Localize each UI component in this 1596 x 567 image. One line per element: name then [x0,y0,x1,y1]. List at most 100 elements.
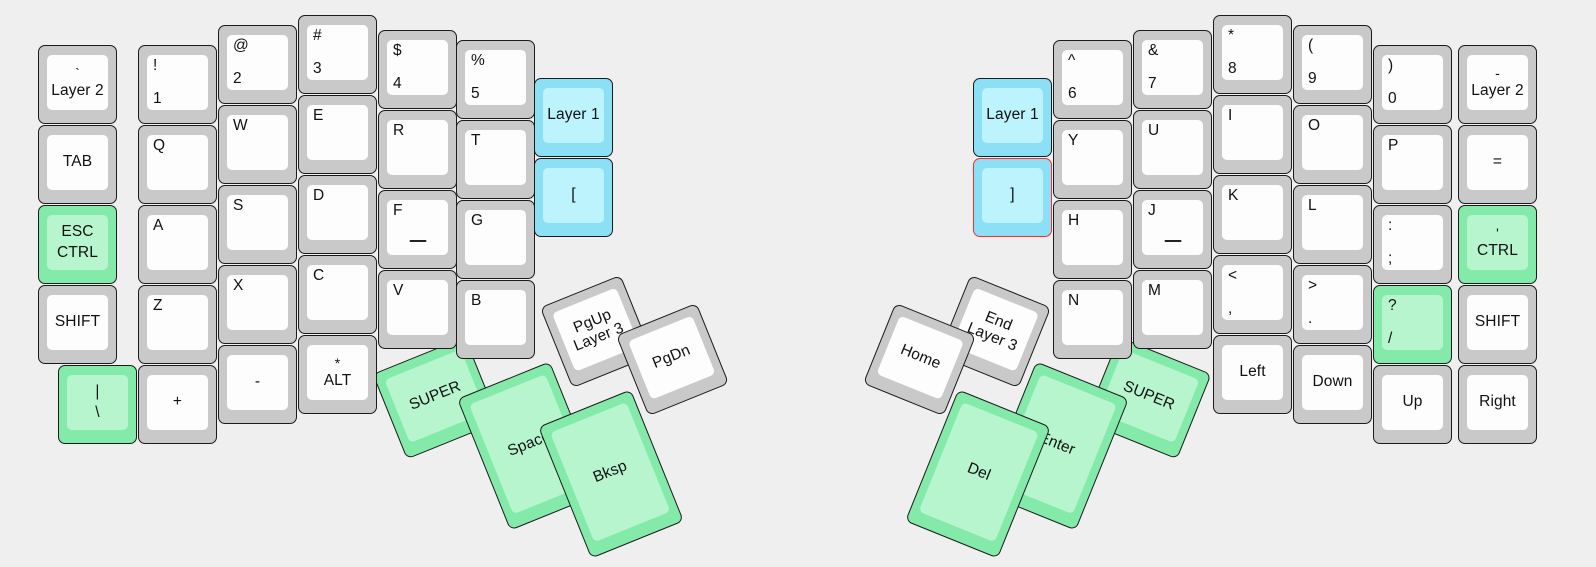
key-cap: W [227,115,288,170]
key-r-m[interactable]: M [1133,270,1212,349]
key-r-right[interactable]: Right [1458,365,1537,444]
key-r-left[interactable]: Left [1213,335,1292,414]
key-l-r[interactable]: R [378,110,457,189]
key-cap: )0 [1382,55,1443,110]
key-r-l[interactable]: L [1293,185,1372,264]
key-legend-shifted: ? [1388,297,1397,314]
key-l-alt[interactable]: *ALT [298,335,377,414]
key-r-equal[interactable]: = [1458,125,1537,204]
key-r-colon-semi[interactable]: :; [1373,205,1452,284]
key-r-down[interactable]: Down [1293,345,1372,424]
key-legend-shifted: ! [153,57,158,74]
key-r-8[interactable]: *8 [1213,15,1292,94]
key-r-period[interactable]: >. [1293,265,1372,344]
key-r-shift[interactable]: SHIFT [1458,285,1537,364]
key-legend-shifted: @ [233,37,249,54]
key-cap: Bksp [550,402,671,543]
key-l-plus[interactable]: + [138,365,217,444]
key-r-y[interactable]: Y [1053,120,1132,199]
key-legend-shifted: & [1148,42,1159,59]
key-r-j[interactable]: J [1133,190,1212,269]
key-r-u[interactable]: U [1133,110,1212,189]
key-l-minus[interactable]: - [218,345,297,424]
key-l-5[interactable]: %5 [456,40,535,119]
key-l-t[interactable]: T [456,120,535,199]
key-l-d[interactable]: D [298,175,377,254]
key-legend-main: K [1228,187,1239,204]
key-legend-main: Up [1402,393,1423,411]
key-legend-main: D [313,187,325,204]
key-cap: I [1222,105,1283,160]
key-l-c[interactable]: C [298,255,377,334]
key-l-lbracket[interactable]: [ [534,158,613,237]
key-legend-main: 2 [233,70,242,88]
key-legend-shifted: $ [393,42,402,59]
key-l-tab[interactable]: TAB [38,125,117,204]
key-l-shift[interactable]: SHIFT [38,285,117,364]
key-r-7[interactable]: &7 [1133,30,1212,109]
key-l-3[interactable]: #3 [298,15,377,94]
key-cap: :; [1382,215,1443,270]
key-r-k[interactable]: K [1213,175,1292,254]
key-r-minus-layer2[interactable]: -Layer 2 [1458,45,1537,124]
key-l-a[interactable]: A [138,205,217,284]
key-cap: TAB [47,135,108,190]
key-legend-main: W [233,117,248,134]
key-l-z[interactable]: Z [138,285,217,364]
key-l-x[interactable]: X [218,265,297,344]
key-r-n[interactable]: N [1053,280,1132,359]
key-r-6[interactable]: ^6 [1053,40,1132,119]
key-legend-main: CTRL [57,243,98,261]
key-l-g[interactable]: G [456,200,535,279]
key-r-rbracket[interactable]: ] [973,158,1052,237]
key-l-b[interactable]: B [456,280,535,359]
key-r-layer1[interactable]: Layer 1 [973,78,1052,157]
key-r-9[interactable]: (9 [1293,25,1372,104]
key-cap: *ALT [307,345,368,400]
key-r-question-slash[interactable]: ?/ [1373,285,1452,364]
key-l-v[interactable]: V [378,270,457,349]
key-legend-main: Layer 1 [986,106,1039,124]
key-cap: X [227,275,288,330]
key-r-h[interactable]: H [1053,200,1132,279]
key-r-comma[interactable]: <, [1213,255,1292,334]
key-l-1[interactable]: !1 [138,45,217,124]
key-legend-shifted: % [471,52,485,69]
key-cap: Home [876,315,965,400]
key-legend-main: T [471,132,481,149]
key-l-layer1[interactable]: Layer 1 [534,78,613,157]
key-l-q[interactable]: Q [138,125,217,204]
key-legend-main: SUPER [406,377,464,414]
key-legend-main: TAB [62,153,93,171]
key-l-4[interactable]: $4 [378,30,457,109]
key-legend-main: Layer 2 [51,82,104,100]
key-legend-main: ; [1388,250,1393,268]
key-l-f[interactable]: F [378,190,457,269]
key-l-s[interactable]: S [218,185,297,264]
key-cap: `Layer 2 [47,55,108,110]
key-cap: Layer 1 [982,88,1043,143]
key-legend-main: , [1228,300,1233,318]
key-cap: N [1062,290,1123,345]
key-cap: P [1382,135,1443,190]
key-r-up[interactable]: Up [1373,365,1452,444]
key-l-e[interactable]: E [298,95,377,174]
key-r-o[interactable]: O [1293,105,1372,184]
key-legend-main: Q [153,137,166,154]
key-legend-main: U [1148,122,1160,139]
key-r-quote-ctrl[interactable]: 'CTRL [1458,205,1537,284]
key-cap: - [227,355,288,410]
key-l-pipe-backslash[interactable]: |\ [58,365,137,444]
key-r-0[interactable]: )0 [1373,45,1452,124]
key-l-w[interactable]: W [218,105,297,184]
key-r-p[interactable]: P [1373,125,1452,204]
key-legend-main: Z [153,297,163,314]
key-legend-main: 5 [471,85,480,103]
key-l-2[interactable]: @2 [218,25,297,104]
key-l-grave-layer2[interactable]: `Layer 2 [38,45,117,124]
key-r-i[interactable]: I [1213,95,1292,174]
key-legend-main: \ [95,403,100,421]
key-legend-main: + [172,393,183,411]
